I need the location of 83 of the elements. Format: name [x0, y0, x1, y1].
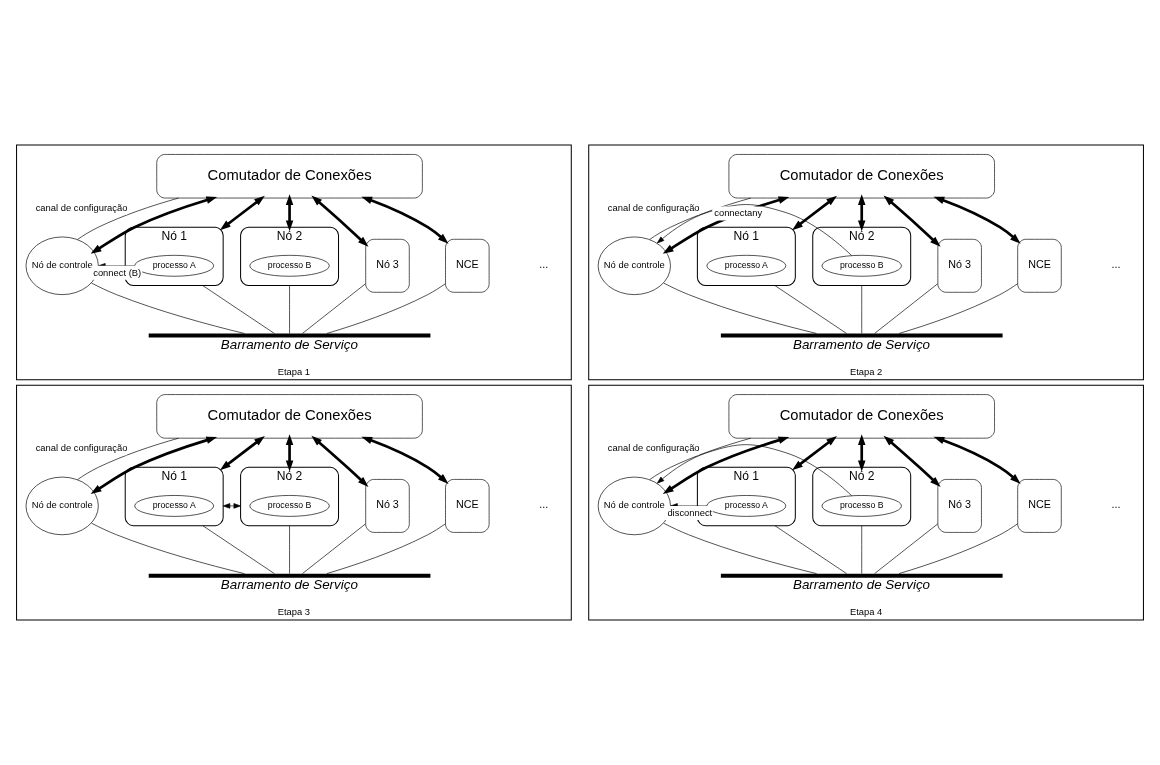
arrow [857, 434, 866, 472]
arrow [361, 436, 449, 484]
arrow [857, 194, 866, 232]
connector [302, 523, 366, 574]
arrow [219, 195, 265, 231]
node-box: Comutador de Conexões [728, 394, 995, 439]
label: ... [539, 498, 549, 511]
connector [774, 285, 847, 334]
connector [91, 282, 245, 334]
node-ellipse: processo B [821, 495, 902, 517]
arrow [285, 434, 294, 472]
node-ellipse: processo A [706, 255, 787, 277]
node-ellipse: processo B [249, 495, 330, 517]
node-box: Nó 3 [365, 238, 410, 293]
node-box: NCE [1017, 479, 1062, 533]
node-box: NCE [1017, 238, 1062, 293]
node-box: Comutador de Conexões [728, 154, 995, 199]
connector [898, 283, 1018, 334]
connector [91, 522, 245, 574]
node-box: NCE [445, 238, 490, 293]
node-box [720, 333, 1003, 338]
node-box: Nó 3 [937, 479, 982, 533]
connector [774, 525, 847, 574]
node-ellipse: processo B [249, 255, 330, 277]
node-label: Barramento de Serviço [220, 577, 358, 593]
node-box [720, 573, 1003, 578]
arrow [933, 196, 1021, 244]
connector [326, 523, 446, 574]
arrow [883, 195, 941, 247]
arrow [90, 196, 218, 254]
connector [663, 282, 817, 334]
node-box: NCE [445, 479, 490, 533]
label: ... [1111, 498, 1121, 511]
connector [861, 525, 863, 574]
arrow [883, 435, 941, 487]
connector [649, 197, 751, 240]
connector [861, 285, 863, 334]
node-box: Comutador de Conexões [156, 394, 423, 439]
edge-label: canal de configuração [607, 442, 700, 454]
arrow [311, 195, 369, 247]
arrow [656, 444, 852, 496]
arrow [90, 436, 218, 494]
arrow [933, 436, 1021, 484]
node-box: Comutador de Conexões [156, 154, 423, 199]
arrow [311, 435, 369, 487]
node-box [148, 333, 431, 338]
edge-label: canal de configuração [35, 201, 128, 213]
label: ... [1111, 258, 1121, 271]
connector [202, 285, 275, 334]
edge-label: canal de configuração [35, 442, 128, 454]
arrow [792, 435, 837, 471]
edge-label: connectany [714, 207, 763, 219]
node-label: Barramento de Serviço [792, 336, 931, 352]
node-box: Nó 3 [365, 479, 410, 533]
connector [289, 525, 290, 574]
arrow [219, 435, 265, 471]
node-ellipse: processo A [134, 495, 214, 517]
connector [874, 523, 938, 574]
connector [663, 522, 817, 574]
node-label: Barramento de Serviço [792, 577, 931, 593]
arrow [222, 503, 241, 509]
edge-label: connect (B) [93, 266, 142, 278]
connector [202, 525, 275, 574]
connector [326, 283, 446, 334]
node-box: Nó 3 [937, 238, 982, 293]
node-ellipse: processo B [821, 255, 902, 277]
arrow [662, 436, 790, 494]
connector [898, 523, 1018, 574]
connector [302, 283, 366, 334]
connector [874, 283, 938, 334]
node-box [148, 573, 431, 578]
arrow [361, 196, 449, 244]
connector [649, 437, 751, 480]
label: ... [539, 258, 549, 271]
connector [77, 197, 179, 240]
connector [77, 437, 179, 480]
connector [289, 285, 290, 334]
edge-label: canal de configuração [607, 201, 700, 213]
node-ellipse: Nó de controle [25, 476, 99, 536]
node-label: Barramento de Serviço [220, 336, 358, 352]
arrow [792, 195, 837, 231]
edge-label: disconnect [667, 506, 713, 518]
arrow [285, 194, 294, 232]
